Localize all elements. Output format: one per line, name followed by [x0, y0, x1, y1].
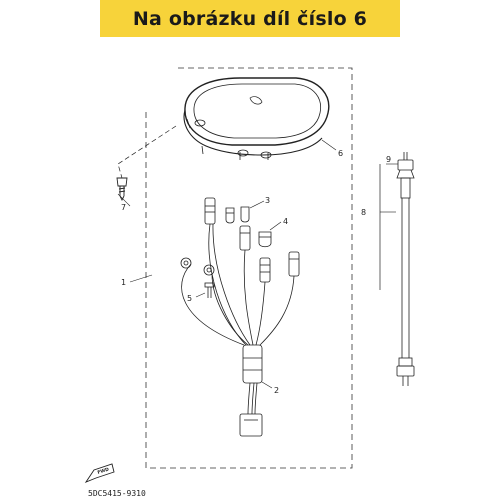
leader-line-1 — [129, 274, 153, 283]
wire-harness — [180, 197, 300, 437]
bulb-3b — [240, 206, 250, 223]
leader-line-5 — [195, 292, 206, 298]
callout-8: 8 — [361, 208, 366, 217]
callout-3: 3 — [265, 196, 270, 205]
screw-5 — [204, 282, 215, 298]
fwd-arrow-icon: FWD — [84, 463, 115, 483]
speedometer-cable — [396, 152, 415, 386]
leader-line-4 — [269, 221, 282, 231]
callout-6: 6 — [338, 149, 343, 158]
screw-alignment-line — [117, 125, 177, 179]
callout-4: 4 — [283, 217, 288, 226]
callout-1: 1 — [121, 278, 126, 287]
leader-line-6 — [321, 139, 337, 151]
callout-9: 9 — [386, 155, 391, 164]
callout-2: 2 — [274, 386, 279, 395]
assembly-boundary — [145, 67, 353, 469]
callout-5: 5 — [187, 294, 192, 303]
part-code: 5DC5415-9310 — [88, 489, 146, 498]
bulb-3 — [225, 207, 235, 224]
screw-7 — [116, 177, 128, 202]
title-banner: Na obrázku díl číslo 6 — [100, 0, 400, 37]
leader-line-3 — [249, 200, 265, 209]
fwd-label: FWD — [97, 466, 110, 475]
leader-line-7 — [117, 193, 131, 207]
bulb-4 — [258, 231, 272, 248]
banner-text: Na obrázku díl číslo 6 — [132, 7, 368, 30]
meter-housing — [183, 77, 330, 160]
leader-line-2 — [261, 381, 273, 389]
callout-7: 7 — [121, 203, 126, 212]
